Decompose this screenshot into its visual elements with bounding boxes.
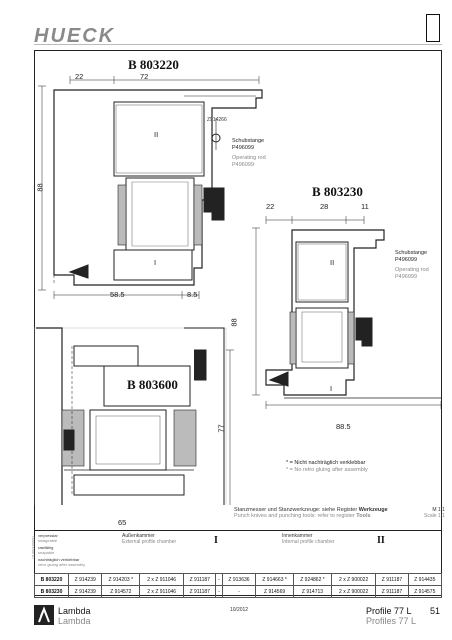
- profile-title-3: B 803600: [127, 377, 178, 392]
- inner-chamber-roman: II: [377, 535, 385, 546]
- table-cell: Z 914203 *: [101, 573, 141, 586]
- chamber-label: II: [154, 130, 159, 139]
- outer-chamber-roman: I: [214, 535, 218, 546]
- page-number: 51: [430, 606, 441, 616]
- profile-title-1: B 803220: [128, 57, 179, 72]
- footer-date: 10/2012: [230, 607, 249, 613]
- dim-label: 72: [140, 72, 149, 81]
- note-operating-rod-1: Schubstange P496099 Operating rod P49609…: [232, 138, 266, 168]
- table-cell: Z 911187: [183, 573, 217, 586]
- footer-series: Profile 77 L Profiles 77 L: [366, 606, 417, 626]
- chamber-label: I: [154, 258, 157, 267]
- lambda-logo-icon: [34, 605, 56, 627]
- dim-label: 88.5: [336, 422, 351, 431]
- table-cell: 2 x Z 911046: [139, 585, 185, 598]
- note-operating-rod-2: Schubstange P496099 Operating rod P49609…: [395, 250, 429, 280]
- brand-logo: HUECK: [34, 25, 116, 47]
- table-cell: 2 x Z 900022: [330, 573, 377, 586]
- table-cell: Z 914575: [407, 585, 443, 598]
- dim-label: 11: [361, 202, 369, 211]
- chamber-label: II: [330, 258, 335, 267]
- side-code: 0190000000: [30, 536, 36, 559]
- table-cell: Z 911187: [183, 585, 217, 598]
- table-cell: -: [215, 585, 223, 598]
- table-cell: Z 914239: [68, 585, 103, 598]
- table-cell: Z 914663 *: [255, 573, 295, 586]
- parts-table-grid: B 803220 Z 914239 Z 914203 * 2 x Z 91104…: [33, 573, 443, 598]
- dim-label: 22: [75, 72, 84, 81]
- technical-drawing: [34, 76, 442, 505]
- table-cell: -: [221, 585, 257, 598]
- table-cell: 2 x Z 900022: [330, 585, 377, 598]
- table-cell: Z 911187: [375, 585, 409, 598]
- table-cell: 2 x Z 911046: [139, 573, 185, 586]
- tools-reference: Stanzmesser und Stanzwerkzeuge: siehe Re…: [234, 507, 388, 519]
- dim-label: 65: [118, 518, 127, 527]
- table-row: B 803230 Z 914239 Z 914572 2 x Z 911046 …: [33, 585, 443, 598]
- dim-label: 58.5: [110, 290, 125, 299]
- table-cell: Z 914435: [407, 573, 443, 586]
- table-cell: B 803220: [33, 573, 70, 586]
- chamber-label: I: [330, 384, 333, 393]
- profile-b803230-drawing: [265, 229, 442, 399]
- profile-b803220-drawing: [53, 89, 263, 286]
- dim-label: 77: [216, 424, 226, 433]
- part-code: Z914266: [207, 117, 227, 123]
- table-cell: Z 911187: [375, 573, 409, 586]
- table-cell: Z 914713: [293, 585, 332, 598]
- table-row: B 803220 Z 914239 Z 914203 * 2 x Z 91104…: [33, 573, 443, 586]
- table-cell: B 803230: [33, 585, 70, 598]
- note-no-retro-gluing: * = Nicht nachträglich verklebbar * = No…: [286, 460, 368, 473]
- dim-label: 8.5: [187, 290, 198, 299]
- dim-label: 28: [320, 202, 329, 211]
- dim-label: 88: [35, 183, 45, 192]
- profile-b803600-drawing: [34, 327, 227, 505]
- footer-brand: Lambda Lambda: [58, 606, 91, 626]
- table-cell: Z 924862 *: [293, 573, 332, 586]
- outer-chamber-label: Außenkammer External profile chamber: [122, 533, 177, 545]
- profile-title-2: B 803230: [312, 184, 363, 199]
- inner-chamber-label: Innenkammer Internal profile chamber: [282, 533, 335, 545]
- table-cell: Z 914239: [68, 573, 103, 586]
- dim-label: 88: [229, 318, 239, 327]
- header-rule: [34, 44, 442, 45]
- thumb-index-tab: [426, 14, 440, 42]
- table-cell: Z 914572: [101, 585, 141, 598]
- table-cell: Z 913636: [221, 573, 257, 586]
- table-cell: Z 914569: [255, 585, 295, 598]
- dim-label: 22: [266, 202, 275, 211]
- scale-label: M 1:1 Scale 1:1: [424, 507, 445, 519]
